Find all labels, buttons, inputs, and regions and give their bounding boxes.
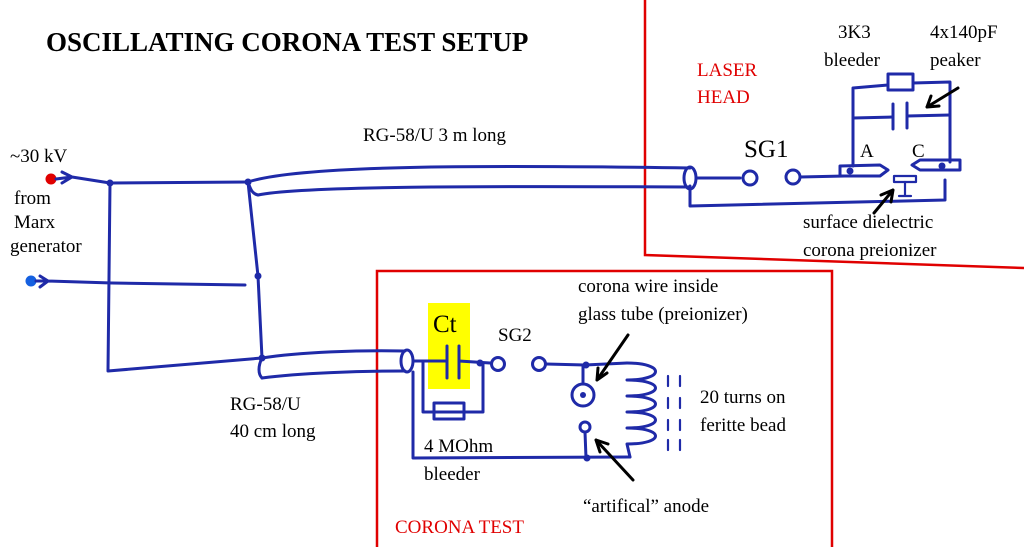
ct-highlight (428, 303, 470, 389)
coil-label-line2: feritte bead (700, 415, 786, 436)
ferrite-bead (666, 374, 682, 452)
corona-test-box (375, 269, 834, 547)
corona-test-circuit (411, 344, 682, 462)
laser-head-circuit (688, 72, 962, 208)
voltage-label: ~30 kV (10, 146, 68, 167)
ground-terminal (25, 275, 37, 287)
sg2-electrode-left (490, 356, 506, 372)
anode-arrow (594, 438, 635, 482)
corona-bleeder-resistor (432, 401, 466, 421)
coax-short-label-line1: RG-58/U (230, 394, 301, 415)
source-marx-label: Marx (14, 212, 56, 233)
coax-long-label: RG-58/U 3 m long (363, 125, 507, 146)
preionizer-arrow (872, 188, 895, 215)
sg2-electrode-right (531, 356, 547, 372)
corona-bleeder-label: bleeder (424, 464, 481, 485)
diagram-title: OSCILLATING CORONA TEST SETUP (46, 27, 528, 57)
ct-label: Ct (433, 311, 457, 338)
preionizer-label-line2: corona preionizer (803, 240, 937, 261)
corona-test-label: CORONA TEST (395, 517, 524, 538)
peaker-capacitor (891, 101, 909, 131)
laser-head-label-line2: HEAD (697, 87, 750, 108)
peaker-label: peaker (930, 50, 981, 71)
source-generator-label: generator (10, 236, 82, 257)
sg2-label: SG2 (498, 325, 532, 346)
laser-head-box (643, 0, 1024, 270)
corona-wire-arrow (595, 333, 630, 382)
input-wiring (34, 170, 266, 373)
anode-a-label: A (860, 141, 874, 162)
coil-winding (625, 361, 657, 459)
sg1-electrode-left (741, 169, 759, 187)
cathode-c-label: C (912, 141, 925, 162)
peaker-arrow (925, 86, 960, 109)
preionizer-label-line1: surface dielectric (803, 212, 933, 233)
corona-wire (580, 392, 586, 398)
sg1-label: SG1 (744, 136, 788, 163)
peaker-value: 4x140pF (930, 22, 998, 43)
corona-wire-label-line1: corona wire inside (578, 276, 718, 297)
laser-bleeder-value: 3K3 (838, 22, 871, 43)
laser-head-label-line1: LASER (697, 60, 758, 81)
sg1-electrode-right (784, 168, 802, 186)
coax-long (246, 164, 698, 197)
coax-short-label-line2: 40 cm long (230, 421, 316, 442)
corona-wire-label-line2: glass tube (preionizer) (578, 304, 748, 325)
coil-label-line1: 20 turns on (700, 387, 786, 408)
hv-terminal (45, 173, 57, 185)
laser-bleeder-label: bleeder (824, 50, 881, 71)
source-from-label: from (14, 188, 51, 209)
artificial-anode-label: “artifical” anode (583, 496, 709, 517)
corona-bleeder-value: 4 MOhm (424, 436, 493, 457)
coax-short (257, 348, 415, 380)
laser-bleeder-resistor (886, 72, 915, 92)
